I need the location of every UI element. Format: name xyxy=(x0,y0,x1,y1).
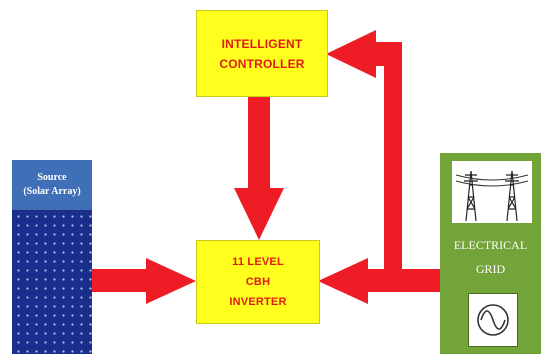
grid-label-line1: ELECTRICAL xyxy=(453,238,528,252)
controller-label-line2: CONTROLLER xyxy=(219,56,305,71)
grid-label-line2: GRID xyxy=(475,262,506,276)
inverter-label-line2: CBH xyxy=(245,276,271,288)
solar-array-panel xyxy=(12,210,92,354)
controller-to-inverter-arrow xyxy=(234,95,284,240)
grid-label: ELECTRICAL GRID xyxy=(440,233,541,281)
source-label-line1: Source xyxy=(37,172,67,183)
grid-to-controller-arrow xyxy=(326,30,402,78)
inverter-label-line1: 11 LEVEL xyxy=(232,256,284,268)
inverter-label-line3: INVERTER xyxy=(229,296,287,308)
source-to-inverter-arrow xyxy=(92,258,196,304)
source-label: Source (Solar Array) xyxy=(12,160,92,210)
feedback-riser xyxy=(384,50,402,285)
controller-label-line1: INTELLIGENT xyxy=(221,36,303,51)
electrical-grid-box: ELECTRICAL GRID xyxy=(440,153,541,354)
transmission-tower-icon xyxy=(452,161,532,223)
ac-sine-wave-icon xyxy=(468,293,518,347)
inverter-box: 11 LEVEL CBH INVERTER xyxy=(196,240,320,324)
feedback-to-grid-stub xyxy=(384,269,440,292)
source-label-line2: (Solar Array) xyxy=(23,186,81,197)
intelligent-controller-box: INTELLIGENT CONTROLLER xyxy=(196,10,328,97)
